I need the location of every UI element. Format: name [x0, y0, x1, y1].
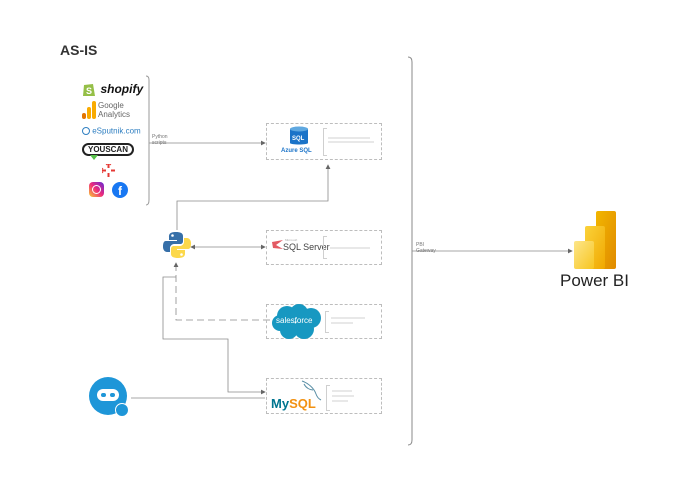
python-to-azure-line [176, 164, 331, 230]
sql-server-vendor: Microsoft [285, 238, 298, 242]
azure-note-text [328, 141, 374, 143]
svg-text:S: S [86, 86, 92, 96]
power-bi-icon [574, 211, 616, 269]
instagram-icon [89, 182, 104, 197]
shopify-text: shopify [100, 81, 144, 96]
mysql-box [266, 378, 382, 414]
salesforce-note-text [331, 322, 353, 324]
azure-sql-caption: Azure SQL [281, 148, 312, 154]
salesforce-note-bracket [325, 311, 329, 333]
mysql-note-text [332, 400, 348, 402]
python-to-mysql-line [162, 276, 266, 395]
mysql-sql-text: SQL [289, 396, 316, 411]
shopify-logo: S shopify [82, 80, 143, 98]
mysql-logo: MySQL [271, 396, 316, 411]
mysql-note-bracket [326, 385, 330, 411]
salesforce-to-python-line [173, 262, 270, 321]
python-icon [163, 232, 191, 258]
pbi-gateway-label: PBI Gateway [416, 242, 436, 254]
mysql-note-text [332, 390, 352, 392]
mysql-dolphin-icon [301, 380, 322, 401]
label-line: Gateway [416, 248, 436, 254]
azure-sql-icon: SQL [290, 126, 308, 145]
python-scripts-label: Python scripts [152, 134, 168, 146]
shopify-icon: S [83, 83, 95, 96]
salesforce-icon [272, 304, 321, 339]
esputnik-logo: eSputnik.com [82, 126, 141, 135]
telegram-bot-icon [89, 377, 129, 417]
label-line: PBI [416, 242, 425, 248]
mysql-note-text [332, 395, 354, 397]
mysql-my-text: My [271, 396, 290, 411]
ga-line-1: Google [98, 101, 124, 110]
salesforce-note-text [331, 317, 365, 319]
azure-sql-logo: SQL [289, 126, 309, 151]
esputnik-text: eSputnik.com [92, 126, 141, 136]
ga-line-2: Analytics [98, 110, 131, 119]
facebook-icon: f [112, 182, 128, 198]
label-line: Python [152, 134, 168, 140]
esputnik-icon [82, 126, 90, 135]
pbi-bracket [407, 56, 413, 446]
azure-logo-text: SQL [292, 136, 305, 142]
sql-server-note-bracket [323, 236, 327, 259]
diagram-title: AS-IS [60, 42, 98, 58]
label-line: scripts [152, 140, 167, 146]
azure-note-text [328, 137, 370, 139]
sql-server-box [266, 230, 382, 265]
sql-server-caption: SQL Server [283, 242, 330, 252]
youscan-tail-icon [90, 155, 98, 160]
kyivstar-icon [102, 164, 115, 177]
sql-server-icon [272, 240, 283, 249]
azure-sql-box [266, 123, 382, 160]
youscan-logo: YOUSCAN [82, 143, 134, 156]
azure-note-bracket [323, 128, 327, 156]
salesforce-box [266, 304, 382, 339]
google-analytics-icon [82, 101, 96, 119]
power-bi-label: Power BI [560, 271, 629, 290]
youscan-text: YOUSCAN [87, 145, 128, 154]
sql-server-note-text [330, 247, 370, 249]
sources-bracket [145, 75, 150, 206]
salesforce-caption: salesforce [276, 316, 313, 325]
